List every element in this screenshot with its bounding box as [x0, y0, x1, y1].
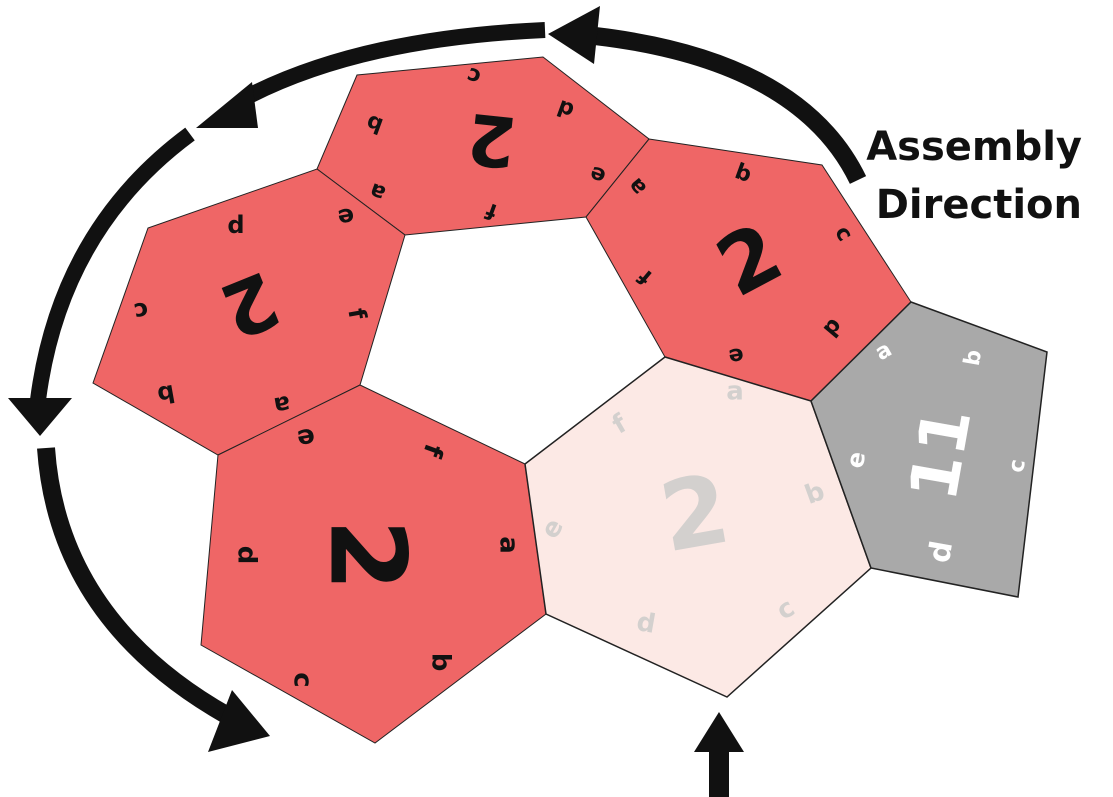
- piece-upper-left-edge-e: e: [336, 202, 357, 232]
- piece-upper-left-edge-d: d: [227, 211, 244, 239]
- piece-top: 2 a b c d e f: [316, 56, 650, 236]
- piece-top-number: 2: [463, 97, 520, 184]
- piece-gray-pentagon-shape: [810, 301, 1048, 598]
- curved-arrow-icon: [196, 22, 546, 128]
- piece-lower-left-edge-d: d: [232, 546, 262, 565]
- piece-gray-pentagon-edge-b: b: [960, 348, 987, 368]
- curved-arrow-icon: [37, 447, 270, 752]
- piece-upper-left-edge-c: c: [132, 296, 151, 326]
- piece-lower-left-edge-a: a: [494, 536, 524, 554]
- piece-center-faded-edge-d: d: [634, 607, 658, 640]
- piece-center-faded: 2 a b c d e f: [524, 356, 872, 698]
- piece-upper-right-edge-e: e: [727, 342, 746, 369]
- piece-upper-left: 2 a b c d e f: [92, 168, 406, 456]
- title-line-1: Assembly: [866, 124, 1082, 170]
- piece-gray-pentagon-edge-e: e: [841, 449, 871, 470]
- piece-gray-pentagon-number: 11: [895, 402, 987, 506]
- up-arrow-icon: [694, 712, 744, 797]
- curved-arrow-icon: [8, 127, 195, 436]
- piece-upper-left-edge-b: b: [155, 379, 177, 410]
- title-line-2: Direction: [876, 182, 1082, 228]
- piece-lower-left-edge-b: b: [426, 653, 456, 672]
- curved-arrow-icon: [548, 6, 867, 184]
- piece-upper-right: 2 a b c d e f: [585, 138, 912, 402]
- piece-gray-pentagon-edge-c: c: [1004, 457, 1031, 474]
- piece-lower-left: 2 a b c d e f: [200, 384, 547, 744]
- piece-lower-left-edge-e: e: [295, 421, 318, 454]
- piece-lower-left-edge-c: c: [288, 672, 318, 687]
- piece-center-faded-edge-a: a: [726, 377, 744, 407]
- piece-gray-pentagon: 11 a b c d e: [810, 301, 1048, 598]
- piece-upper-left-edge-a: a: [272, 390, 293, 420]
- piece-lower-left-number: 2: [307, 519, 429, 591]
